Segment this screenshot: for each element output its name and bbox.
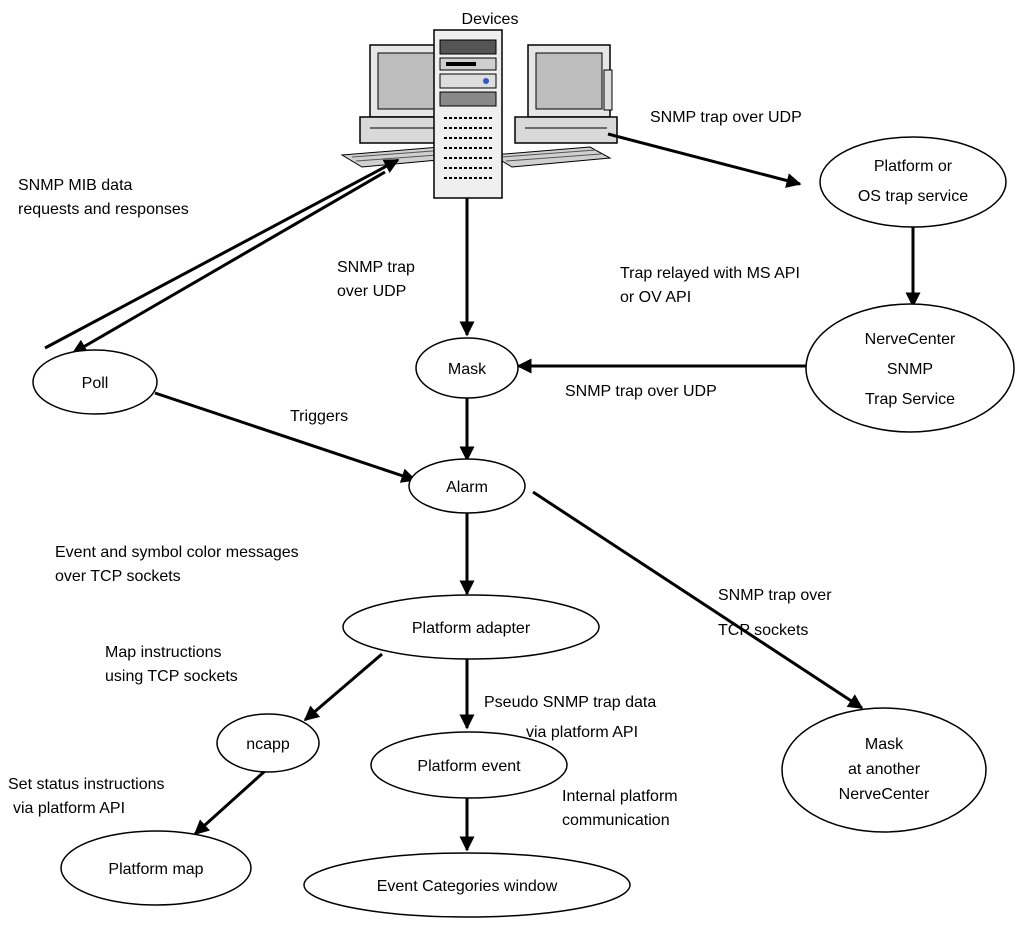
node-platform-trap-service: Platform or OS trap service <box>819 136 1007 228</box>
node-label: Event Categories window <box>377 878 558 895</box>
arrow-platform-adapter-to-ncapp <box>303 652 383 722</box>
edge-label: over UDP <box>337 283 406 300</box>
node-label: Platform adapter <box>412 620 531 637</box>
node-label: Platform event <box>417 758 521 775</box>
label-snmp-trap-tcp: SNMP trap over TCP sockets <box>718 587 832 639</box>
edge-label: Pseudo SNMP trap data <box>484 694 656 711</box>
edge-label: over TCP sockets <box>55 568 181 585</box>
edge-label: using TCP sockets <box>105 668 238 685</box>
node-label: Mask <box>865 736 904 753</box>
edge-label: SNMP MIB data <box>18 177 133 194</box>
edge-label: Map instructions <box>105 644 222 661</box>
edge-label: Set status instructions <box>8 776 165 793</box>
label-snmp-trap-udp-mask: SNMP trap over UDP <box>337 259 415 300</box>
node-platform-map: Platform map <box>60 830 252 906</box>
edge-label: SNMP trap over <box>718 587 832 604</box>
label-snmp-mib: SNMP MIB data requests and responses <box>18 177 189 218</box>
label-internal-comm: Internal platform communication <box>562 788 678 829</box>
node-label: Alarm <box>446 479 488 496</box>
node-platform-adapter: Platform adapter <box>342 594 600 660</box>
arrow-ncapp-to-platform-map <box>193 769 267 836</box>
arrow-poll-to-alarm <box>154 391 417 483</box>
node-label: NerveCenter <box>839 786 930 803</box>
node-label: NerveCenter <box>865 331 956 348</box>
node-label: ncapp <box>246 736 290 753</box>
node-platform-event: Platform event <box>370 731 568 799</box>
edge-label: via platform API <box>526 724 638 741</box>
label-map-instructions: Map instructions using TCP sockets <box>105 644 238 685</box>
label-event-symbol: Event and symbol color messages over TCP… <box>55 544 299 585</box>
node-label: at another <box>848 761 921 778</box>
label-snmp-trap-udp-nervecenter: SNMP trap over UDP <box>565 383 717 400</box>
edge-label: communication <box>562 812 670 829</box>
edge-label: via platform API <box>13 800 125 817</box>
label-pseudo-trap: Pseudo SNMP trap data via platform API <box>484 694 656 741</box>
node-label: SNMP <box>887 361 933 378</box>
edge-label: Event and symbol color messages <box>55 544 299 561</box>
arrow-devices-to-platform-trap-service <box>607 132 802 188</box>
node-alarm: Alarm <box>408 458 526 514</box>
label-set-status: Set status instructions via platform API <box>8 776 165 817</box>
label-triggers: Triggers <box>290 408 348 425</box>
node-remote-mask: Mask at another NerveCenter <box>781 707 987 833</box>
label-snmp-trap-udp-devices: SNMP trap over UDP <box>650 109 802 126</box>
node-label: Platform or <box>874 158 953 175</box>
edge-label: or OV API <box>620 289 691 306</box>
devices-title: Devices <box>462 11 519 28</box>
node-label: Mask <box>448 361 487 378</box>
arrow-poll-to-devices <box>44 158 400 350</box>
node-mask: Mask <box>415 337 519 399</box>
computers-and-server-icon <box>340 29 618 199</box>
node-label: OS trap service <box>858 188 968 205</box>
edge-label: Trap relayed with MS API <box>620 265 800 282</box>
arrow-alarm-to-remote-mask <box>532 490 864 710</box>
edge-label: requests and responses <box>18 201 189 218</box>
node-label: Platform map <box>108 861 203 878</box>
node-ncapp: ncapp <box>216 713 320 773</box>
edge-label: SNMP trap <box>337 259 415 276</box>
node-label: Poll <box>82 375 109 392</box>
edge-label: Internal platform <box>562 788 678 805</box>
node-poll: Poll <box>32 349 158 415</box>
node-event-categories-window: Event Categories window <box>303 852 631 918</box>
arrow-devices-to-poll <box>71 170 386 355</box>
node-nervecenter-trap-service: NerveCenter SNMP Trap Service <box>805 303 1015 433</box>
edge-label: TCP sockets <box>718 622 808 639</box>
node-label: Trap Service <box>865 391 955 408</box>
label-trap-relayed: Trap relayed with MS API or OV API <box>620 265 800 306</box>
